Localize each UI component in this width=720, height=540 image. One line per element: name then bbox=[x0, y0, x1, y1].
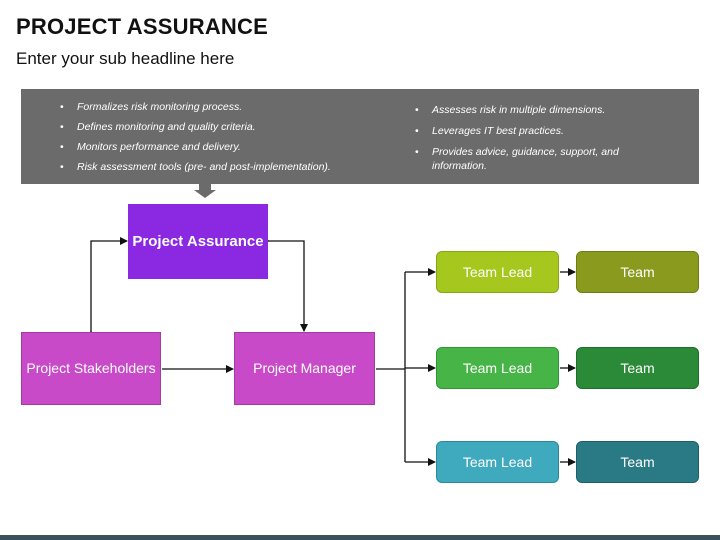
footer-bar bbox=[0, 535, 720, 540]
team-lead-box-3: Team Lead bbox=[436, 441, 559, 483]
stakeholders-assurance-connector bbox=[87, 237, 128, 338]
banner-down-arrow bbox=[194, 184, 216, 198]
page-title: PROJECT ASSURANCE bbox=[16, 14, 268, 39]
banner-bullet: Provides advice, guidance, support, and … bbox=[406, 145, 666, 173]
description-banner: Formalizes risk monitoring process. Defi… bbox=[21, 89, 699, 184]
banner-bullet: Leverages IT best practices. bbox=[406, 124, 666, 138]
team-box-1: Team bbox=[576, 251, 699, 293]
banner-bullet: Monitors performance and delivery. bbox=[51, 140, 391, 154]
page-subtitle: Enter your sub headline here bbox=[16, 49, 235, 68]
banner-right-list: Assesses risk in multiple dimensions. Le… bbox=[406, 103, 666, 180]
assurance-manager-connector bbox=[262, 237, 308, 332]
banner-bullet: Assesses risk in multiple dimensions. bbox=[406, 103, 666, 117]
project-stakeholders-box: Project Stakeholders bbox=[21, 332, 161, 405]
team-lead-box-1: Team Lead bbox=[436, 251, 559, 293]
team-box-2: Team bbox=[576, 347, 699, 389]
banner-left-list: Formalizes risk monitoring process. Defi… bbox=[51, 100, 391, 180]
banner-bullet: Risk assessment tools (pre- and post-imp… bbox=[51, 160, 391, 174]
banner-bullet: Defines monitoring and quality criteria. bbox=[51, 120, 391, 134]
team-lead-box-2: Team Lead bbox=[436, 347, 559, 389]
project-assurance-box: Project Assurance bbox=[128, 204, 268, 279]
banner-bullet: Formalizes risk monitoring process. bbox=[51, 100, 391, 114]
team-box-3: Team bbox=[576, 441, 699, 483]
project-manager-box: Project Manager bbox=[234, 332, 375, 405]
